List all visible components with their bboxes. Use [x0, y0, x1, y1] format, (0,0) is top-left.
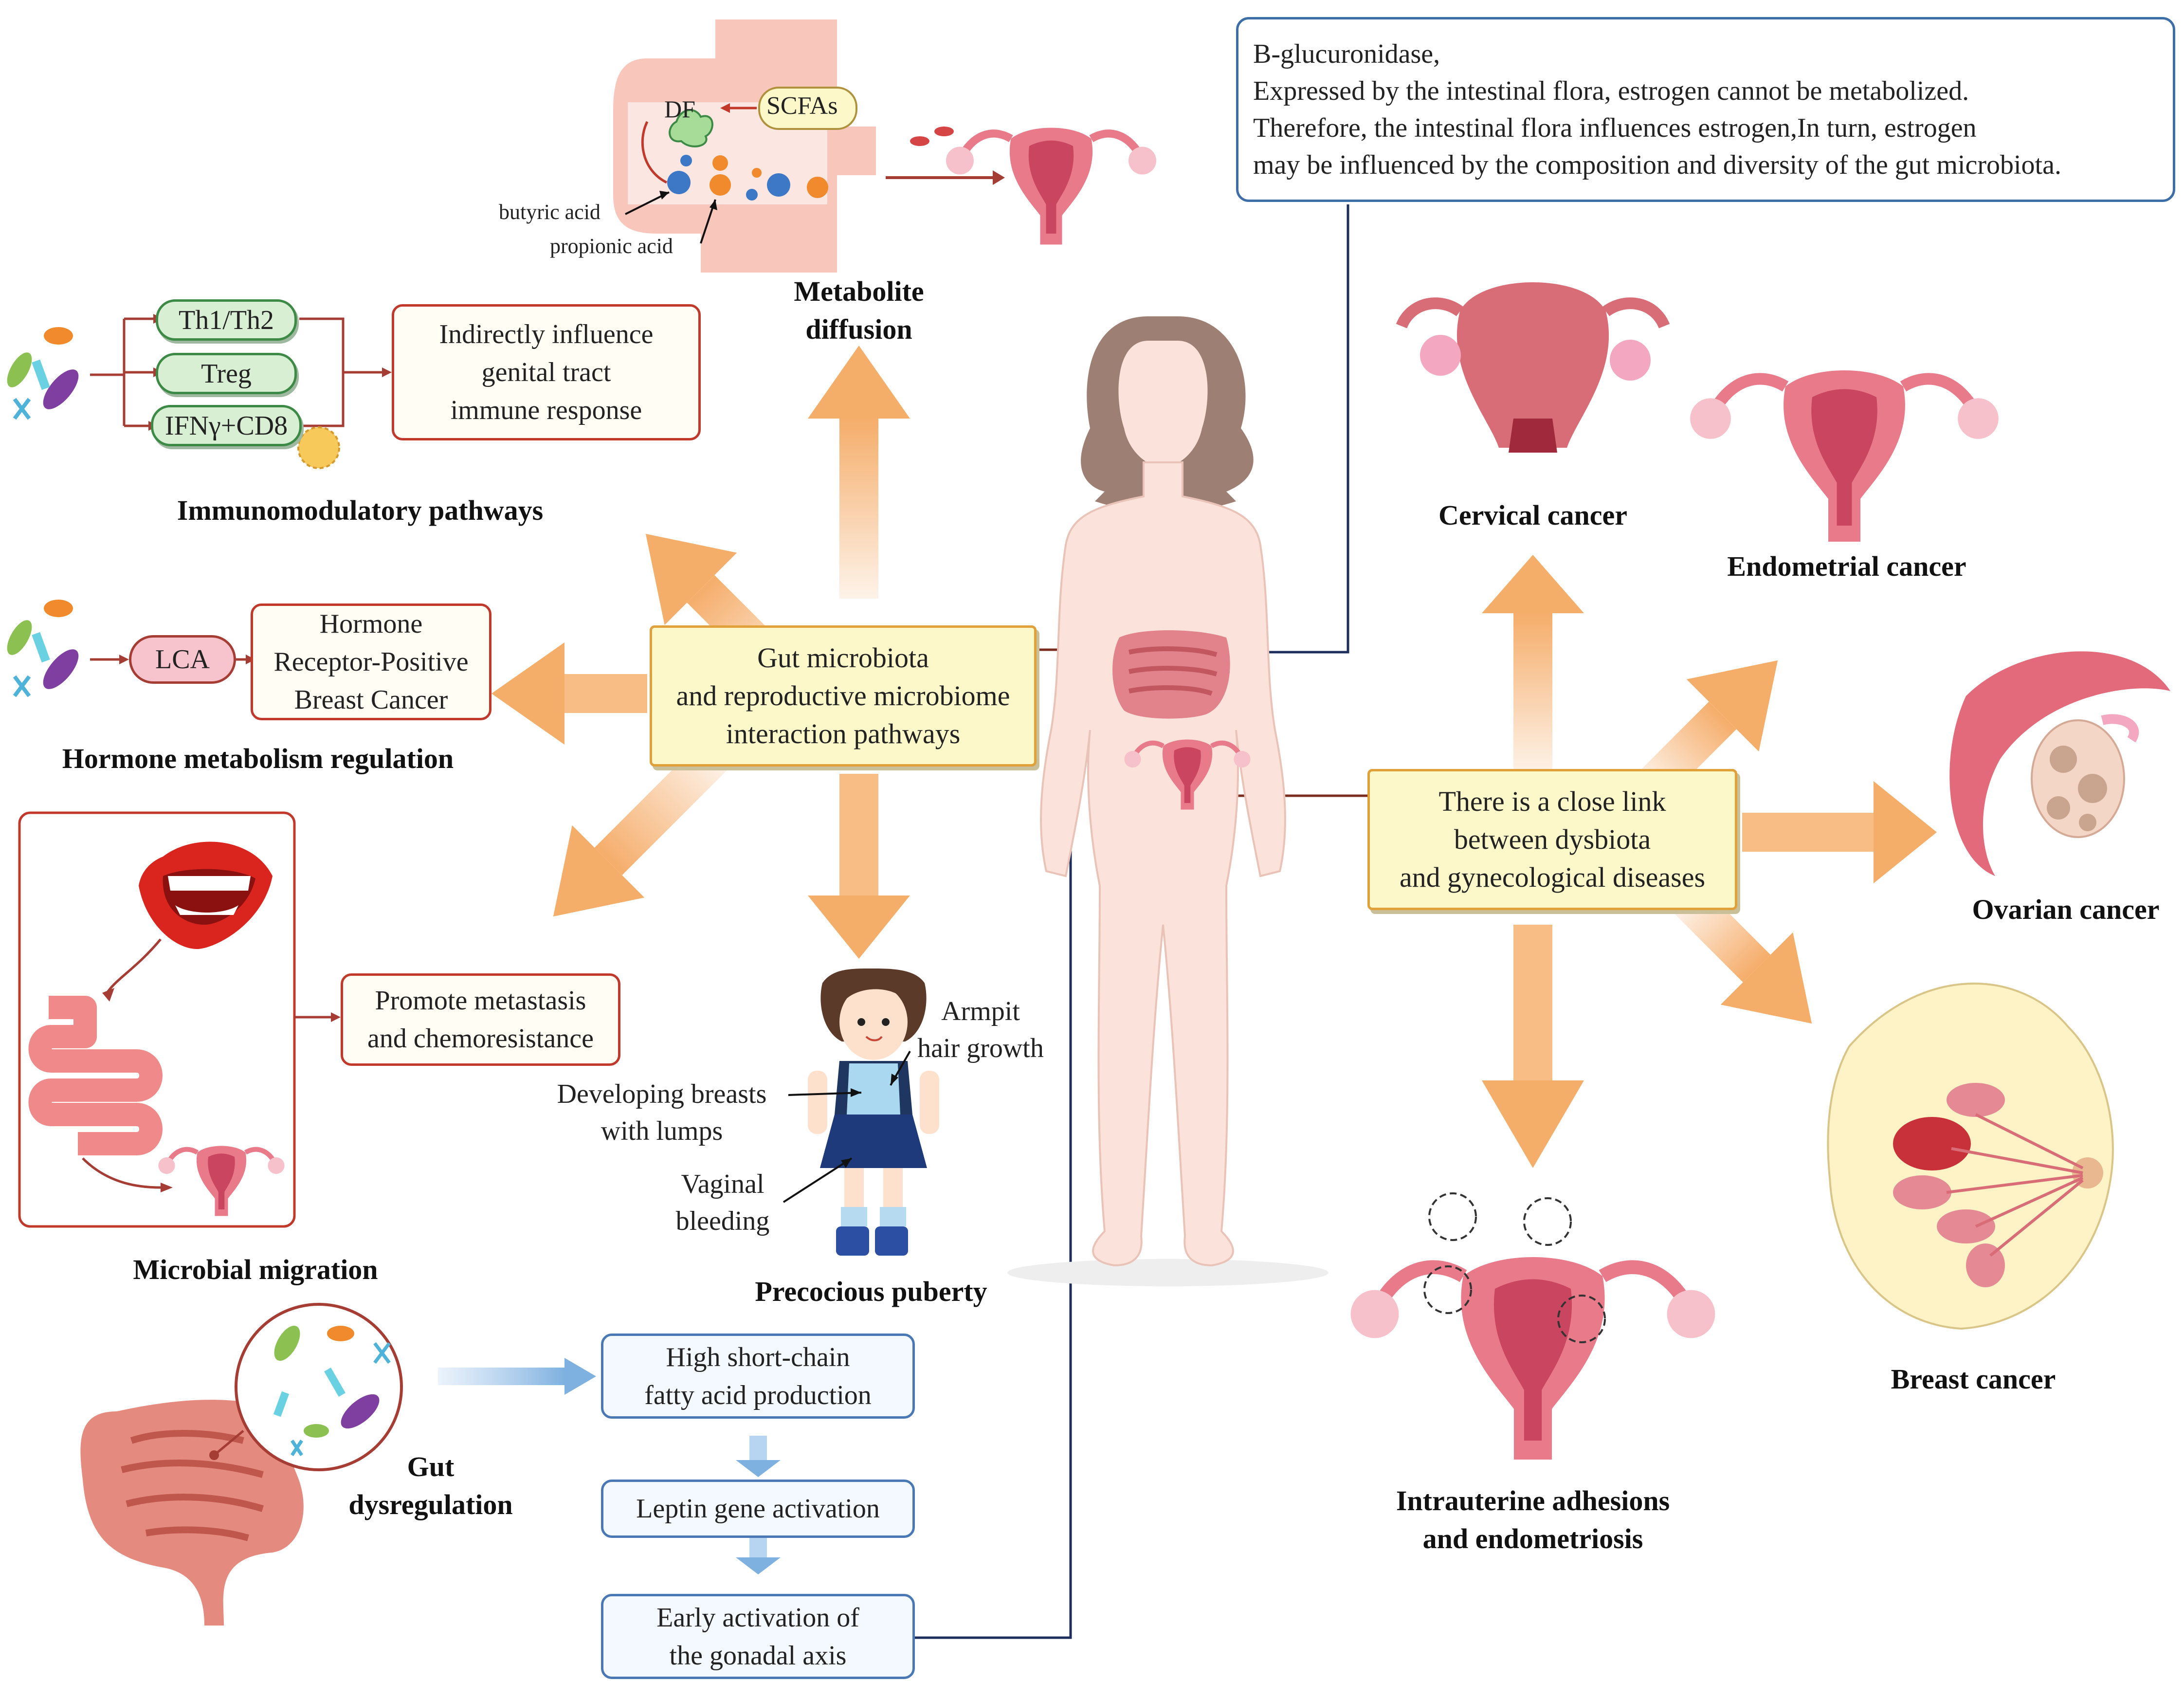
- scfa-line-1: High short-chain: [666, 1342, 850, 1372]
- center-line-2: and reproductive microbiome: [676, 680, 1010, 712]
- immunomodulatory-title: Immunomodulatory pathways: [177, 494, 544, 526]
- hormone-box-line-1: Hormone: [319, 609, 423, 639]
- metastasis-line-1: Promote metastasis: [375, 986, 586, 1016]
- scfas-label: SCFAs: [766, 92, 838, 120]
- df-label: DF: [664, 95, 695, 123]
- note-line-1: B-glucuronidase,: [1253, 39, 1440, 69]
- dysbiosis-line-3: and gynecological diseases: [1399, 861, 1706, 893]
- metastasis-box: Promote metastasis and chemoresistance: [341, 973, 620, 1066]
- metastasis-line-2: and chemoresistance: [367, 1023, 594, 1054]
- vaginal-line-1: Vaginal: [681, 1169, 764, 1199]
- note-line-3: Therefore, the intestinal flora influenc…: [1253, 113, 1977, 143]
- cervical-cancer-label: Cervical cancer: [1438, 499, 1628, 531]
- girl-figure: [783, 968, 939, 1256]
- immune-box-line-2: genital tract: [481, 357, 611, 387]
- note-line-4: may be influenced by the composition and…: [1253, 150, 2061, 180]
- metabolite-title-line-1: Metabolite: [794, 275, 924, 307]
- breasts-line-2: with lumps: [601, 1116, 723, 1146]
- arrow-blue-to-scfa: [438, 1358, 596, 1395]
- butyric-acid-label: butyric acid: [499, 200, 601, 224]
- arrow-down-adhesions: [1482, 925, 1584, 1168]
- gut-title-line-1: Gut: [407, 1451, 455, 1482]
- arrow-up-cervical: [1482, 555, 1584, 774]
- immune-response-box: Indirectly influence genital tract immun…: [392, 304, 701, 440]
- arrow-up-metabolite: [808, 346, 910, 599]
- breasts-line-1: Developing breasts: [557, 1079, 767, 1109]
- migration-panel: [18, 811, 341, 1228]
- leptin-line: Leptin gene activation: [636, 1494, 880, 1524]
- pill-th1-th2: Th1/Th2: [156, 299, 297, 341]
- scfa-production-box: High short-chain fatty acid production: [601, 1334, 915, 1419]
- armpit-line-2: hair growth: [917, 1033, 1044, 1063]
- pill-ifn-cd8: IFNγ+CD8: [151, 405, 302, 446]
- metabolite-title-line-2: diffusion: [805, 313, 912, 345]
- bacteria-cluster-immuno: [7, 327, 79, 420]
- gut-intestine: [80, 1303, 403, 1626]
- breast-cancer-label: Breast cancer: [1891, 1363, 2056, 1395]
- vaginal-line-2: bleeding: [675, 1206, 770, 1236]
- center-pathways-box: Gut microbiota and reproductive microbio…: [650, 625, 1037, 767]
- arrow-right-ovarian: [1742, 781, 1937, 883]
- gonadal-line-1: Early activation of: [656, 1602, 859, 1633]
- endometrial-cancer-label: Endometrial cancer: [1727, 550, 1966, 582]
- armpit-label: Armpit hair growth: [891, 993, 1071, 1067]
- breast-cancer-hormone-box: Hormone Receptor-Positive Breast Cancer: [251, 603, 491, 720]
- gut-dysregulation-title: Gut dysregulation: [336, 1448, 526, 1524]
- center-line-1: Gut microbiota: [757, 642, 929, 674]
- arrow-down-puberty: [808, 774, 910, 959]
- breasts-label: Developing breasts with lumps: [535, 1076, 788, 1150]
- arrow-left-hormone: [491, 642, 647, 745]
- immune-box-line-3: immune response: [450, 395, 642, 425]
- gonadal-axis-box: Early activation of the gonadal axis: [601, 1594, 915, 1679]
- immuno-connectors: [90, 317, 382, 661]
- adhesions-line-1: Intrauterine adhesions: [1396, 1485, 1670, 1517]
- immune-box-line-1: Indirectly influence: [439, 319, 654, 349]
- dysbiosis-line-2: between dysbiota: [1454, 823, 1651, 855]
- woman-figure: [1007, 316, 1329, 1286]
- microbial-migration-title: Microbial migration: [133, 1254, 378, 1285]
- endometrial-illustration: [1690, 370, 1999, 542]
- precocious-puberty-title: Precocious puberty: [755, 1276, 987, 1307]
- arrow-blue-to-leptin: [736, 1436, 781, 1477]
- ovarian-cancer-label: Ovarian cancer: [1972, 894, 2160, 925]
- note-line-2: Expressed by the intestinal flora, estro…: [1253, 76, 1969, 106]
- vaginal-bleeding-label: Vaginal bleeding: [657, 1166, 788, 1240]
- adhesions-endometriosis-label: Intrauterine adhesions and endometriosis: [1338, 1482, 1728, 1558]
- hormone-box-line-3: Breast Cancer: [294, 685, 448, 715]
- adhesions-line-2: and endometriosis: [1422, 1523, 1643, 1554]
- hormone-metabolism-title: Hormone metabolism regulation: [62, 743, 454, 774]
- armpit-line-1: Armpit: [941, 996, 1020, 1026]
- breast-illustration: [1827, 982, 2114, 1330]
- hormone-box-line-2: Receptor-Positive: [273, 647, 469, 677]
- bacteria-cluster-hormone: [7, 600, 79, 697]
- glucuronidase-note: B-glucuronidase, Expressed by the intest…: [1236, 17, 2175, 202]
- adhesions-illustration: [1351, 1192, 1715, 1460]
- arrow-downleft-migration: [553, 741, 729, 917]
- lca-pill: LCA: [129, 635, 236, 684]
- gonadal-line-2: the gonadal axis: [669, 1640, 847, 1671]
- intestine-metabolite: [613, 19, 1156, 273]
- propionic-acid-label: propionic acid: [550, 234, 673, 258]
- leptin-box: Leptin gene activation: [601, 1480, 915, 1538]
- dysbiosis-box: There is a close link between dysbiota a…: [1367, 769, 1737, 910]
- pill-treg: Treg: [156, 353, 297, 394]
- metabolite-diffusion-title: Metabolite diffusion: [759, 273, 959, 348]
- arrow-blue-to-gonadal: [736, 1533, 781, 1574]
- scfa-line-2: fatty acid production: [644, 1380, 872, 1410]
- cervical-illustration: [1396, 282, 1670, 453]
- dysbiosis-line-1: There is a close link: [1438, 786, 1666, 817]
- gut-title-line-2: dysregulation: [348, 1489, 513, 1520]
- center-line-3: interaction pathways: [726, 718, 961, 749]
- ovarian-illustration: [1949, 651, 2170, 876]
